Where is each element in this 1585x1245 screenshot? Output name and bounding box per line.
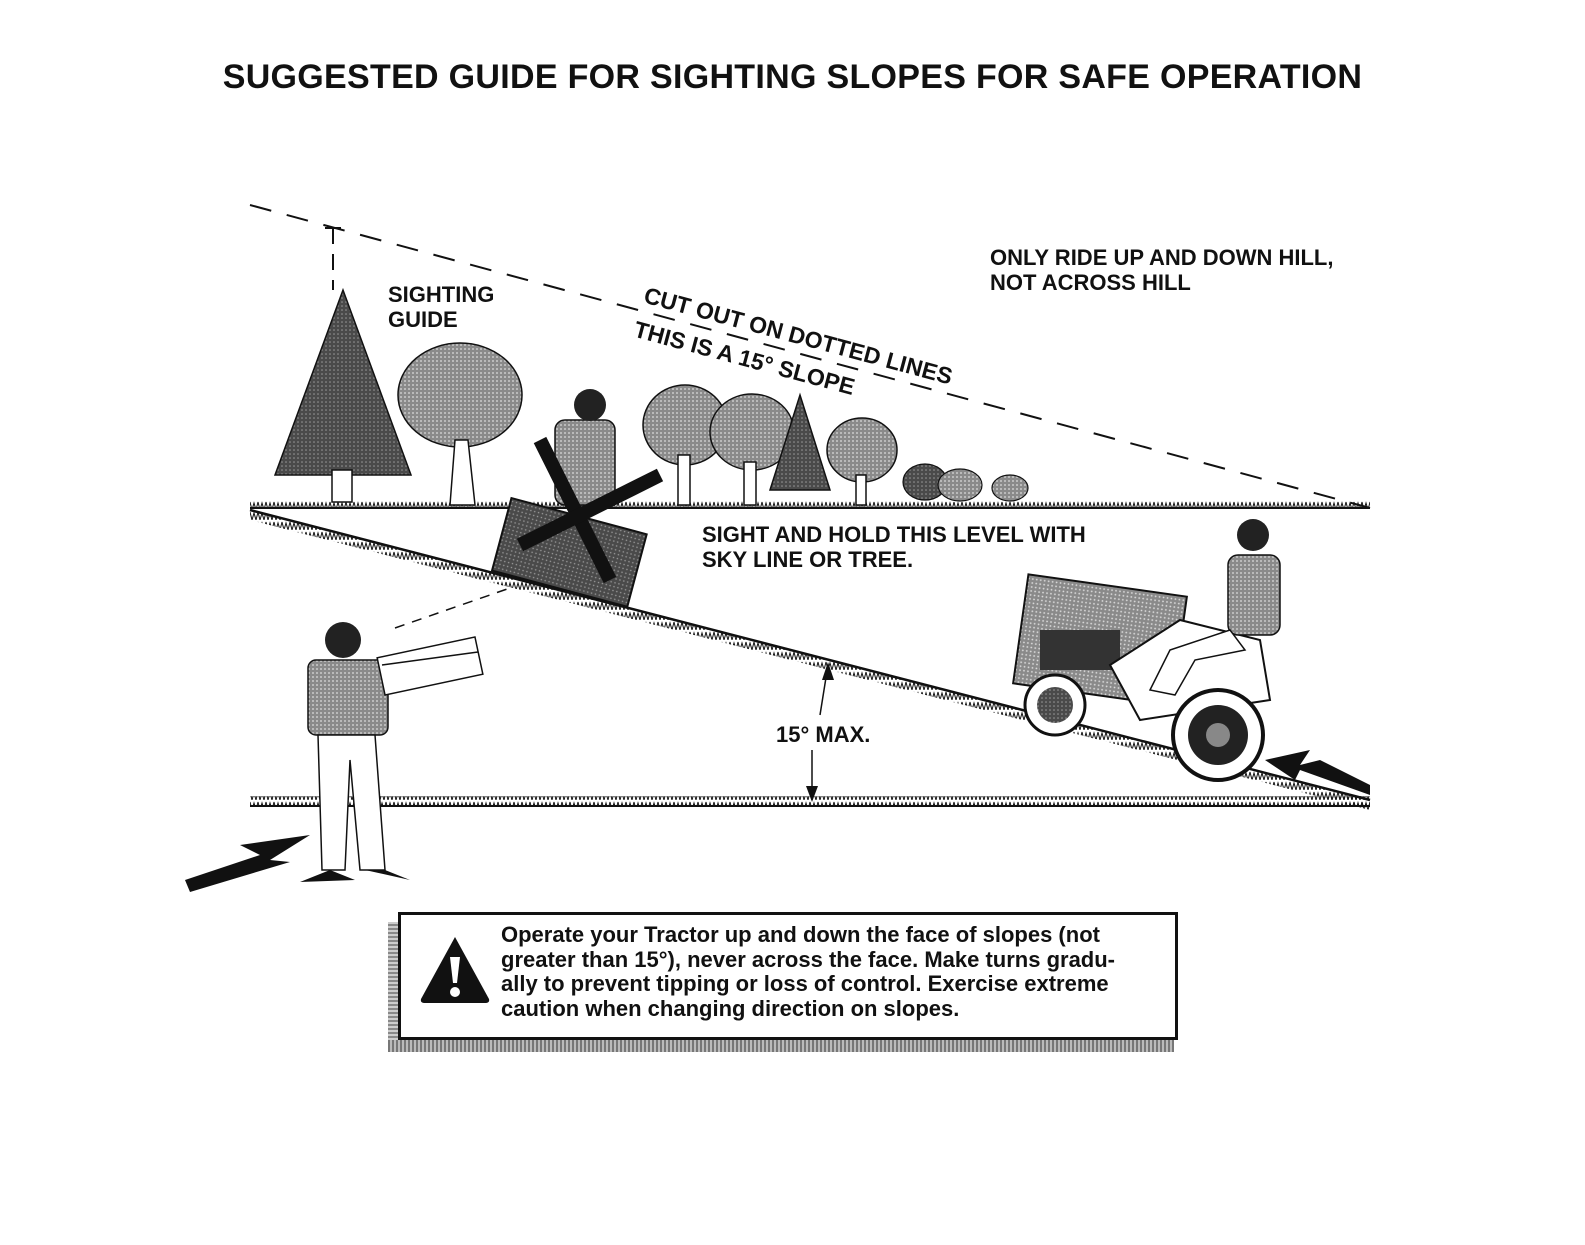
sight-label-line1: SIGHT AND HOLD THIS LEVEL WITH: [702, 522, 1086, 547]
max-angle-label: 15° MAX.: [776, 722, 871, 747]
warning-line: greater than 15°), never across the face…: [501, 946, 1116, 972]
crossed-out-tractor: [490, 389, 664, 608]
deciduous-tree-left: [397, 342, 523, 506]
tree-cluster-center: [642, 384, 1029, 506]
sighting-label-line: SIGHTING: [388, 282, 495, 307]
page-title: SUGGESTED GUIDE FOR SIGHTING SLOPES FOR …: [222, 58, 1363, 96]
ride-label-line1: ONLY RIDE UP AND DOWN HILL,: [990, 245, 1334, 270]
warning-box: Operate your Tractor up and down the fac…: [398, 912, 1178, 1040]
pine-tree-left: [273, 287, 413, 503]
warning-triangle-icon: [420, 937, 490, 1003]
sighting-dashed-line: [249, 204, 1371, 509]
warning-box-shadow: [388, 1040, 1174, 1052]
warning-text: Operate your Tractor up and down the fac…: [501, 922, 1171, 1021]
sight-instruction-label: SIGHT AND HOLD THIS LEVEL WITH SKY LINE …: [702, 522, 1086, 572]
direction-arrow: [1265, 750, 1370, 795]
sight-label-line2: SKY LINE OR TREE.: [702, 547, 914, 572]
warning-line: caution when changing direction on slope…: [501, 995, 960, 1021]
person-sighting: [300, 587, 511, 882]
warning-line: Operate your Tractor up and down the fac…: [501, 922, 1100, 947]
guide-label-line: GUIDE: [388, 307, 458, 332]
warning-box-shadow-left: [388, 922, 398, 1050]
walk-arrow: [185, 835, 310, 892]
sighting-guide-label: SIGHTING GUIDE: [388, 282, 494, 332]
correct-tractor: [1011, 519, 1281, 782]
ride-label-line2: NOT ACROSS HILL: [990, 270, 1191, 295]
ride-instruction-label: ONLY RIDE UP AND DOWN HILL, NOT ACROSS H…: [990, 245, 1333, 295]
warning-line: ally to prevent tipping or loss of contr…: [501, 971, 1109, 996]
